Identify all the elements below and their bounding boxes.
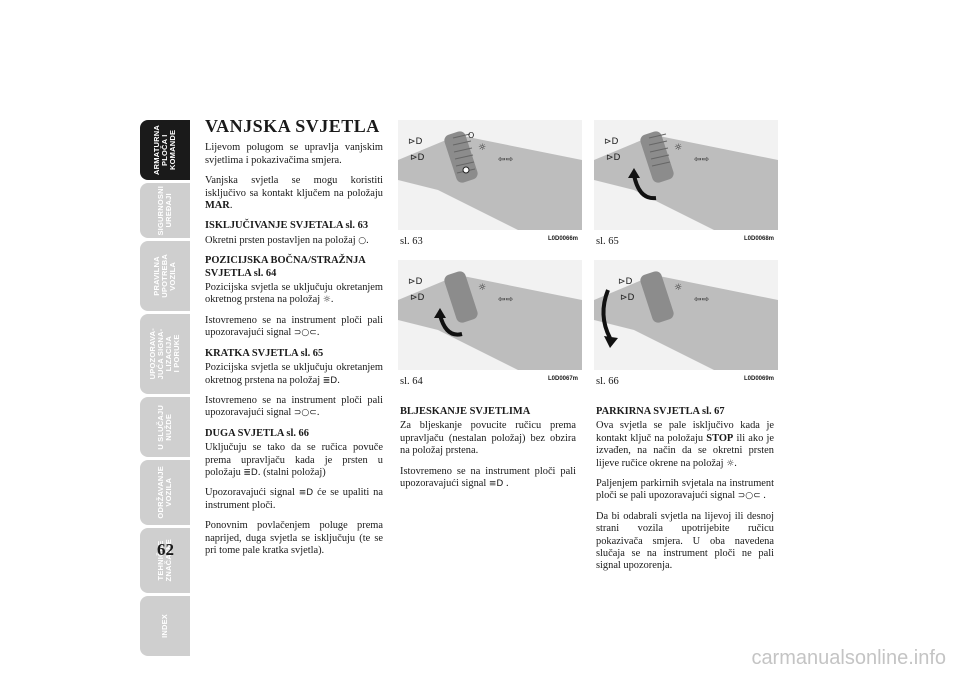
svg-text:⇦⇨: ⇦⇨ [694, 155, 710, 165]
figure-64: ⊳D ⊳D ☼ ⇦⇨ [398, 260, 582, 370]
text-parking-telltale: Paljenjem parkirnih svjetala na instrume… [596, 478, 774, 502]
svg-text:⊳D: ⊳D [408, 277, 423, 287]
figure-64-code: L0D0067m [548, 376, 579, 382]
svg-text:⊳D: ⊳D [408, 137, 423, 147]
text-dipped-beam: Pozicijska svjetla se uključuju okretanj… [205, 362, 383, 386]
svg-text:☼: ☼ [478, 283, 486, 293]
text-flashing: Za bljeskanje povucite ručicu prema upra… [400, 420, 576, 457]
position-light-icon: ☼ [726, 458, 735, 469]
heading-parking: PARKIRNA SVJETLA sl. 67 [596, 406, 725, 417]
heading-dipped-beam: KRATKA SVJETLA sl. 65 [205, 347, 324, 359]
side-light-telltale-icon: ⊃○⊂ [293, 408, 317, 419]
heading-main-beam: DUGA SVJETLA sl. 66 [205, 427, 309, 439]
text-lights-off: Okretni prsten postavljen na položaj ○. [205, 234, 369, 246]
svg-text:⇦⇨: ⇦⇨ [498, 155, 514, 165]
svg-text:⇦⇨: ⇦⇨ [498, 295, 514, 305]
svg-text:☼: ☼ [478, 143, 486, 153]
side-light-telltale-icon: ⊃○⊂ [293, 328, 317, 339]
svg-text:⊳D: ⊳D [606, 153, 621, 163]
column-parking: PARKIRNA SVJETLA sl. 67 Ova svjetla se p… [596, 406, 774, 581]
main-beam-icon: ≡D [298, 488, 314, 499]
figure-63-caption: sl. 63 [400, 236, 423, 247]
text-parking-side: Da bi odabrali svjetla na lijevoj ili de… [596, 510, 774, 572]
tab-warnings[interactable]: UPOZORAVA- JUĆA SIGNA- LIZACIJA I PORUKE [140, 314, 190, 394]
figure-66-code: L0D0069m [744, 376, 775, 382]
svg-text:⊳D: ⊳D [410, 293, 425, 303]
dipped-beam-icon: ≣D [243, 467, 258, 478]
heading-flashing: BLJESKANJE SVJETLIMA [400, 406, 531, 417]
svg-text:☼: ☼ [674, 283, 682, 293]
figure-66: ⊳D ⊳D ☼ ⇦⇨ [594, 260, 778, 370]
svg-text:⊳D: ⊳D [410, 153, 425, 163]
tab-safety[interactable]: SIGURNOSNI UREĐAJI [140, 183, 190, 238]
heading-side-lights: POZICIJSKA BOČNA/STRAŽNJA SVJETLA sl. 64 [205, 255, 366, 279]
ring-off-icon: ○ [358, 235, 367, 246]
tab-index[interactable]: INDEX [140, 596, 190, 656]
svg-text:O: O [468, 131, 474, 140]
figure-65-code: L0D0068m [744, 236, 775, 242]
tab-emergency[interactable]: U SLUČAJU NUŽDE [140, 397, 190, 457]
tab-technical[interactable]: TEHNIČKE ZNAČAJKE [140, 528, 190, 593]
intro-key-paragraph: Vanjska svjetla se mogu koristiti isklju… [205, 175, 383, 212]
figure-65: ⊳D ⊳D ☼ ⇦⇨ [594, 120, 778, 230]
text-main-off: Ponovnim povlačenjem poluge prema naprij… [205, 520, 383, 556]
text-main-telltale: Upozoravajući signal ≡D će se upaliti na… [205, 487, 383, 511]
column-flashing: BLJESKANJE SVJETLIMA Za bljeskanje povuc… [400, 406, 576, 498]
figure-63-code: L0D0066m [548, 236, 579, 242]
figure-65-caption: sl. 65 [596, 236, 619, 247]
svg-text:⊳D: ⊳D [618, 277, 633, 287]
figure-63: ⊳D ⊳D O ☼ ⇦⇨ [398, 120, 582, 230]
tab-correct-use[interactable]: PRAVILNA UPOTREBA VOZILA [140, 241, 190, 311]
heading-lights-off: ISKLJUČIVANJE SVJETALA sl. 63 [205, 220, 369, 232]
intro-paragraph: Lijevom polugom se upravlja vanjskim svj… [205, 142, 383, 166]
text-flashing-telltale: Istovremeno se na instrument ploči pali … [400, 465, 576, 490]
text-main-beam: Uključuju se tako da se ručica povuče pr… [205, 442, 383, 478]
main-beam-icon: ≡D [488, 479, 504, 490]
figure-66-caption: sl. 66 [596, 376, 619, 387]
page-title: VANJSKA SVJETLA [205, 116, 380, 136]
svg-text:⇦⇨: ⇦⇨ [694, 295, 710, 305]
svg-text:⊳D: ⊳D [604, 137, 619, 147]
figure-64-caption: sl. 64 [400, 376, 423, 387]
tab-maintenance[interactable]: ODRŽAVANJE VOZILA [140, 460, 190, 525]
position-light-icon: ☼ [322, 295, 331, 306]
text-side-lights: Pozicijska svjetla se uključuju okretanj… [205, 282, 383, 306]
watermark: carmanualsonline.info [751, 647, 946, 669]
svg-text:☼: ☼ [674, 143, 682, 153]
dipped-beam-icon: ≣D [322, 375, 338, 386]
page-number: 62 [157, 540, 174, 559]
svg-text:⊳D: ⊳D [620, 293, 635, 303]
text-side-telltale: Istovremeno se na instrument ploči pali … [205, 314, 383, 339]
side-light-telltale-icon: ⊃○⊂ [737, 491, 761, 502]
text-parking: Ova svjetla se pale isključivo kada je k… [596, 420, 774, 469]
tab-dashboard[interactable]: ARMATURNA PLOČA I KOMANDE [140, 120, 190, 180]
text-dipped-telltale: Istovremeno se na instrument ploči pali … [205, 394, 383, 419]
column-exterior-lights: VANJSKA SVJETLA Lijevom polugom se uprav… [205, 116, 383, 565]
